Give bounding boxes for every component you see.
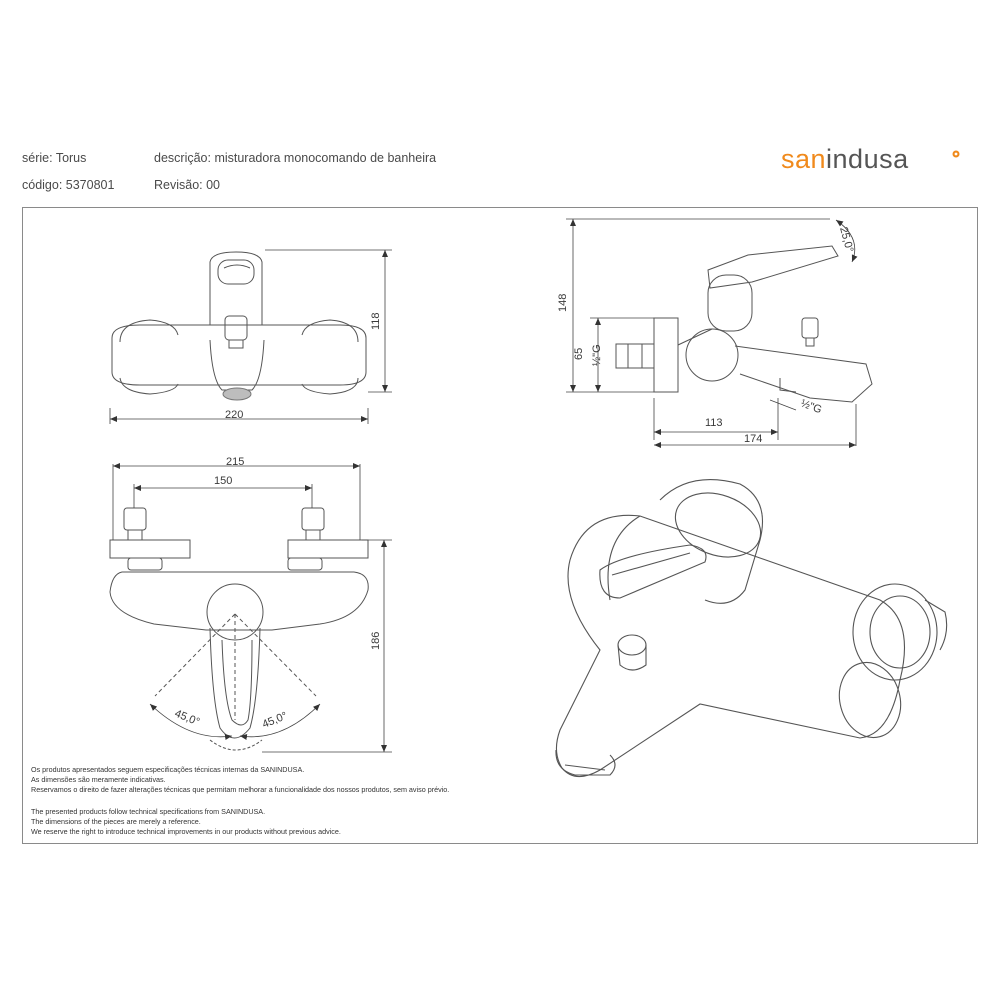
dim-outlet-thread: ½"G [799,398,823,417]
front-view [111,251,367,401]
dim-front-width: 220 [225,409,243,421]
perspective-view [555,479,948,778]
note-pt-2: As dimensões são meramente indicativas. [31,775,166,784]
dim-rotation-left: 45,0° [173,708,201,729]
dim-side-height: 148 [557,294,569,312]
revisao-label: Revisão: 00 [154,178,221,192]
brand-logo: sanindusa [781,146,909,173]
notes-en: The presented products follow technical … [31,807,341,837]
note-pt-1: Os produtos apresentados seguem especifi… [31,765,305,774]
top-view [109,507,369,751]
notes-pt: Os produtos apresentados seguem especifi… [31,765,449,795]
drawing-frame [22,207,978,844]
dim-side-depth-174: 174 [744,433,762,445]
dim-side-inlet-height: 65 [573,348,585,360]
dim-top-width-215: 215 [226,456,244,468]
note-en-1: The presented products follow technical … [31,807,266,816]
dim-top-spacing-150: 150 [214,475,232,487]
dim-inlet-thread: ½"G [591,344,603,366]
brand-logo-indusa: indusa [826,144,909,174]
note-en-2: The dimensions of the pieces are merely … [31,817,201,826]
dim-front-height: 118 [370,312,382,330]
dim-rotation-right: 45,0° [261,710,289,731]
serie-label: série: Torus [22,151,87,165]
brand-dot-icon [952,150,960,158]
brand-logo-san: san [781,144,827,174]
codigo-label: código: 5370801 [22,178,115,192]
descricao-label: descrição: misturadora monocomando de ba… [154,151,437,165]
side-view [615,245,873,403]
note-en-3: We reserve the right to introduce techni… [31,827,341,836]
dim-top-depth-186: 186 [370,632,382,650]
note-pt-3: Reservamos o direito de fazer alterações… [31,785,450,794]
dim-lever-angle: 25,0° [837,226,855,254]
dim-side-depth-113: 113 [705,417,723,429]
